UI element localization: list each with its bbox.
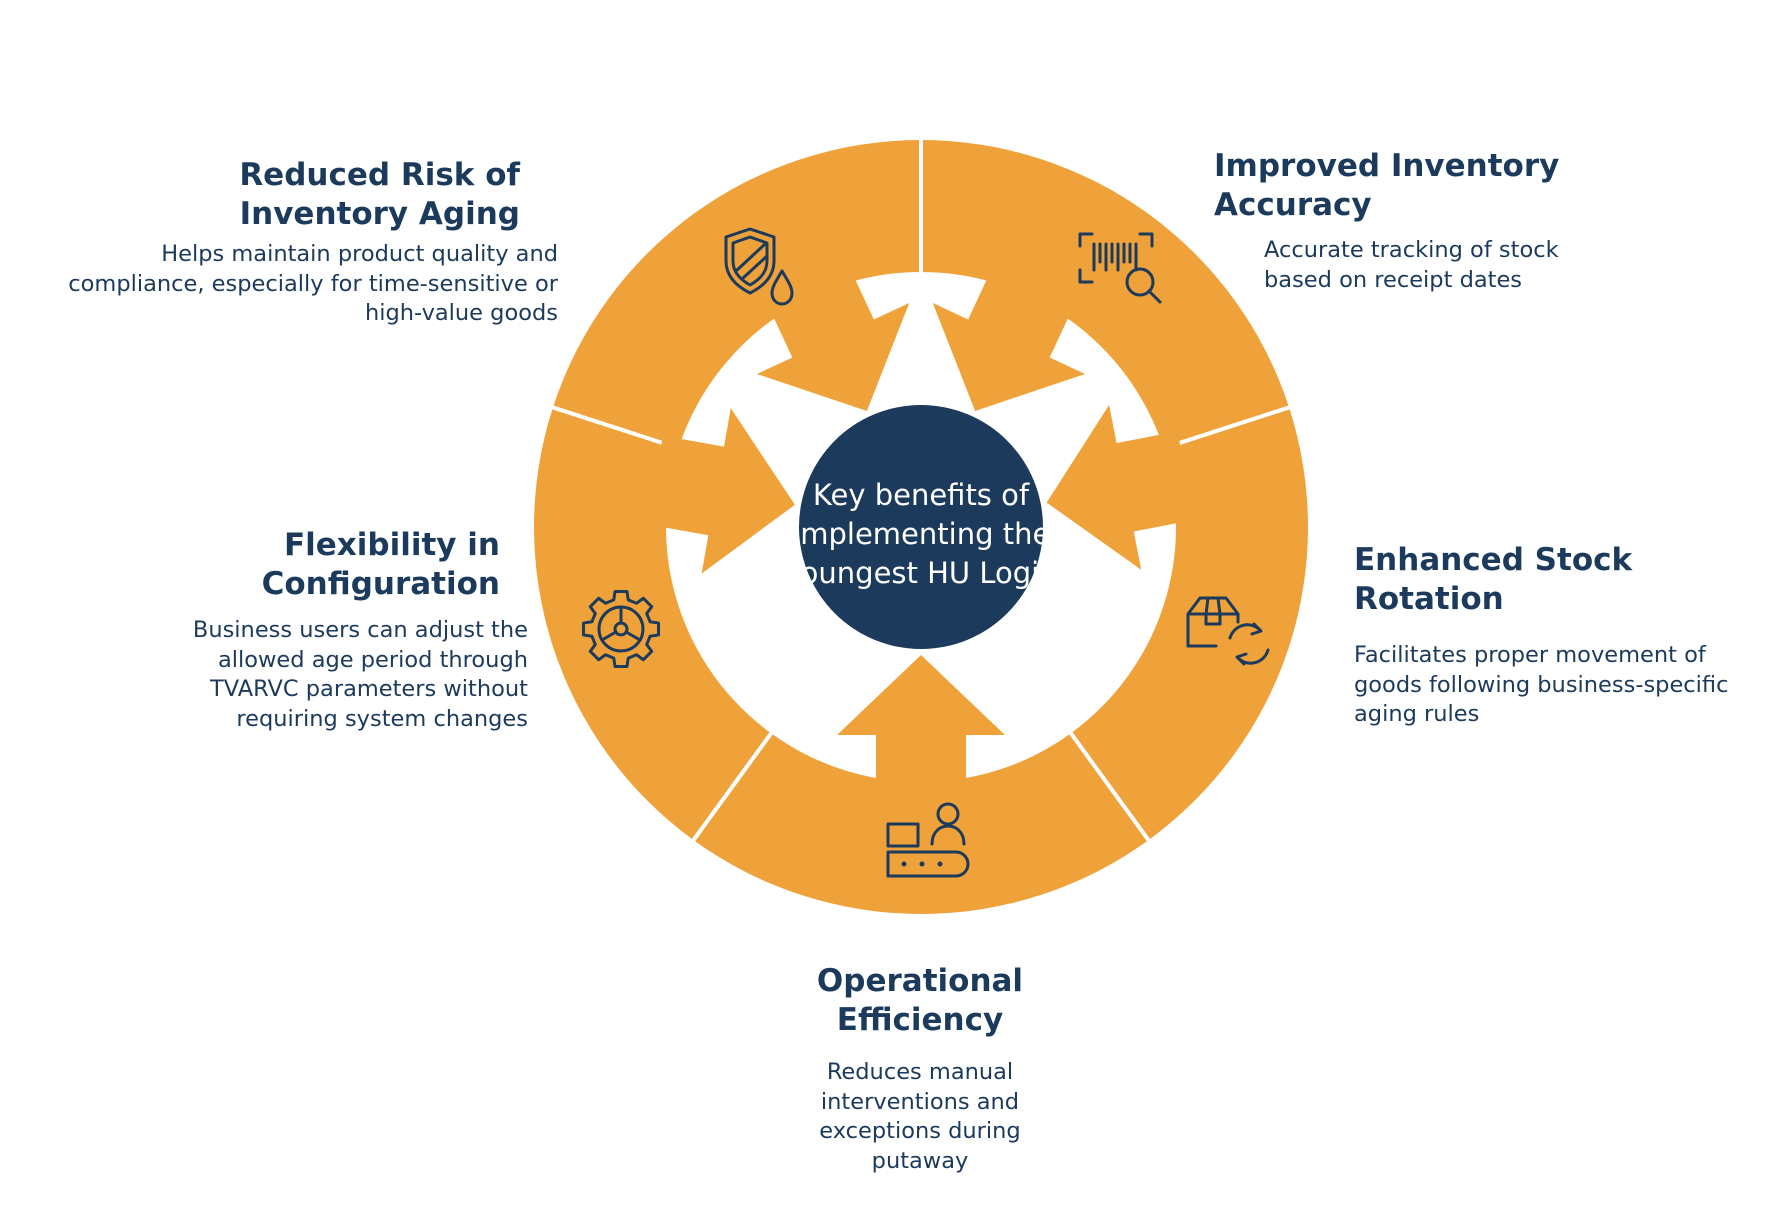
shield-drop-icon xyxy=(724,227,794,306)
ring-divider xyxy=(550,404,682,451)
benefit-title-enhanced-rotation: Enhanced Stock Rotation xyxy=(1354,542,1633,617)
conveyor-worker-icon xyxy=(886,802,970,878)
ring-divider xyxy=(1160,404,1292,451)
ring-segment-improved-accuracy xyxy=(921,140,1290,449)
center-label: Key benefits of Implementing the Younges… xyxy=(786,477,1056,590)
arrow-improved-accuracy xyxy=(932,263,1086,411)
benefit-desc-operational-efficiency: Reduces manual interventions and excepti… xyxy=(819,1059,1021,1174)
ring-divider xyxy=(1068,730,1152,843)
arrows-to-center xyxy=(647,263,1195,797)
ring-segment-operational-efficiency xyxy=(693,733,1149,915)
arrow-flexibility xyxy=(647,408,795,574)
ring-segment-reduced-risk xyxy=(552,140,921,449)
ring-divider xyxy=(690,730,774,843)
gear-icon xyxy=(581,589,661,669)
benefit-title-reduced-risk: Reduced Risk of Inventory Aging xyxy=(239,157,520,232)
benefit-title-flexibility: Flexibility in Configuration xyxy=(261,527,500,602)
center-hub xyxy=(799,405,1043,649)
arrow-enhanced-rotation xyxy=(1046,404,1195,570)
benefit-desc-enhanced-rotation: Facilitates proper movement of goods fol… xyxy=(1354,642,1729,727)
benefit-desc-flexibility: Business users can adjust the allowed ag… xyxy=(192,617,528,732)
benefit-desc-reduced-risk: Helps maintain product quality and compl… xyxy=(68,241,558,326)
arrow-operational-efficiency xyxy=(837,655,1005,797)
benefit-title-improved-accuracy: Improved Inventory Accuracy xyxy=(1214,148,1560,223)
benefit-title-operational-efficiency: Operational Efficiency xyxy=(816,963,1024,1038)
benefit-desc-improved-accuracy: Accurate tracking of stock based on rece… xyxy=(1264,237,1559,293)
ring-segment-flexibility xyxy=(534,407,772,841)
arrow-reduced-risk xyxy=(756,263,910,411)
barcode-search-icon xyxy=(1078,232,1162,304)
box-rotate-icon xyxy=(1186,596,1270,666)
